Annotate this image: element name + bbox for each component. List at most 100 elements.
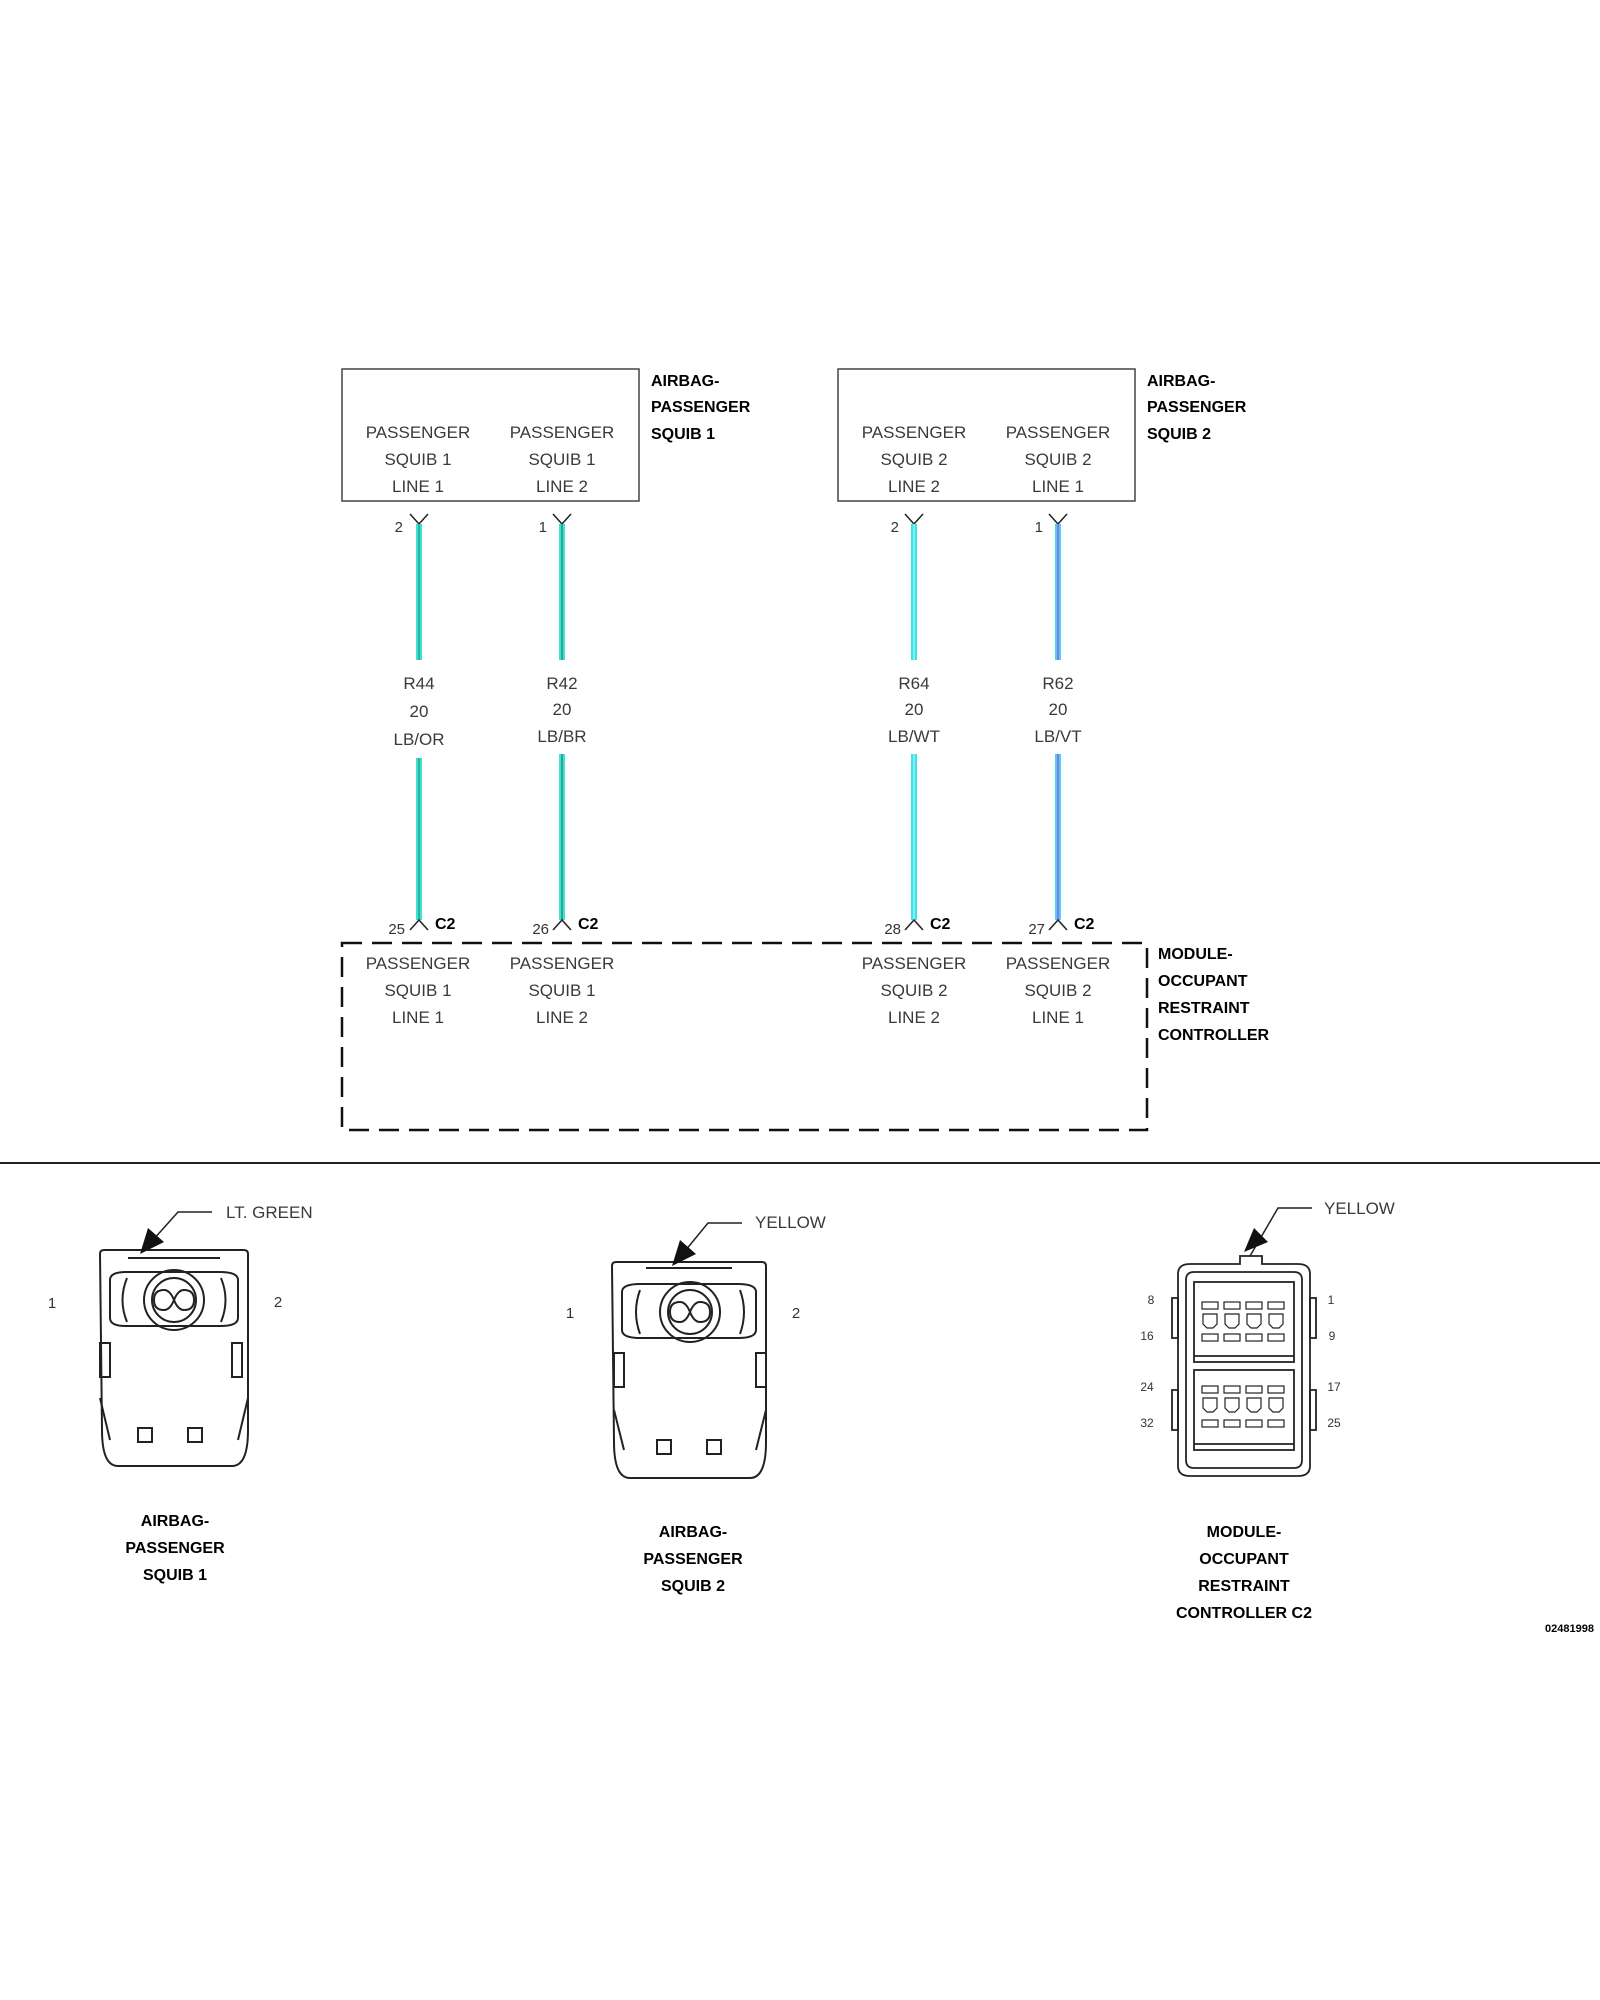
module-circuit3-line3: LINE 2 [888, 1008, 940, 1027]
squib1-title-3: SQUIB 1 [651, 426, 715, 443]
wire-r64-upper-stripe [913, 524, 915, 660]
wire-r64-circuit: R64 [898, 674, 929, 693]
connector-3-pin-16: 16 [1140, 1329, 1154, 1343]
connector-yellow-icon [610, 1261, 767, 1479]
wire-r44-lower-stripe [418, 758, 420, 920]
wire-r64-color: LB/WT [888, 727, 940, 746]
squib1-title-1: AIRBAG- [651, 373, 719, 390]
squib2-pin-a: 2 [891, 519, 899, 536]
connector-1-leader [140, 1211, 212, 1254]
module-circuit3-line2: SQUIB 2 [880, 981, 947, 1000]
squib1-circuit2-line1: PASSENGER [510, 423, 615, 442]
squib2-pin-b: 1 [1035, 519, 1043, 536]
module-title-3: RESTRAINT [1158, 1000, 1250, 1017]
squib1-pin-a: 2 [395, 519, 403, 536]
upper-pin-marker-1 [409, 513, 429, 526]
wire-r62-circuit: R62 [1042, 674, 1073, 693]
wire-r44-upper [416, 524, 422, 660]
squib1-circuit1-line3: LINE 1 [392, 477, 444, 496]
module-connector-c2-d: C2 [1074, 916, 1095, 933]
connector-3-pin-1: 1 [1328, 1293, 1335, 1307]
wire-r64-lower [911, 754, 917, 920]
squib2-circuit1-line1: PASSENGER [862, 423, 967, 442]
connector-3-pin-17: 17 [1327, 1380, 1341, 1394]
wire-r42-upper-stripe [561, 524, 563, 660]
connector-3-color: YELLOW [1324, 1199, 1395, 1218]
module-circuit3-line1: PASSENGER [862, 954, 967, 973]
wire-r62-gauge: 20 [1049, 700, 1068, 719]
module-pin-27: 27 [1028, 921, 1045, 938]
connector-1-pin-right: 2 [274, 1294, 282, 1311]
wire-r64-upper [911, 524, 917, 660]
wire-r62-lower [1055, 754, 1061, 920]
connector-3-caption-2: OCCUPANT [1199, 1551, 1289, 1568]
squib2-circuit1-line2: SQUIB 2 [880, 450, 947, 469]
connector-2-leader [672, 1222, 742, 1266]
wire-r64-lower-stripe [913, 754, 915, 920]
module-circuit4-line3: LINE 1 [1032, 1008, 1084, 1027]
connector-2-caption-3: SQUIB 2 [661, 1578, 725, 1595]
module-connector-c2-c: C2 [930, 916, 951, 933]
connector-3-pin-25: 25 [1327, 1416, 1341, 1430]
connector-3-caption-1: MODULE- [1207, 1524, 1282, 1541]
module-connector-c2-b: C2 [578, 916, 599, 933]
squib2-title-3: SQUIB 2 [1147, 426, 1211, 443]
connector-3-pin-32: 32 [1140, 1416, 1154, 1430]
connector-32-pin-icon [1171, 1255, 1317, 1477]
wire-r62-color: LB/VT [1034, 727, 1081, 746]
wire-r44-color: LB/OR [393, 730, 444, 749]
wire-r44-circuit: R44 [403, 674, 434, 693]
module-pin-28: 28 [884, 921, 901, 938]
module-circuit1-line2: SQUIB 1 [384, 981, 451, 1000]
wire-r42-circuit: R42 [546, 674, 577, 693]
module-connector-c2-a: C2 [435, 916, 456, 933]
wire-r44-gauge: 20 [410, 702, 429, 721]
connector-1-pin-left: 1 [48, 1295, 56, 1312]
squib1-title-2: PASSENGER [651, 399, 751, 416]
connector-3-cavities [1201, 1301, 1285, 1428]
module-title-4: CONTROLLER [1158, 1027, 1270, 1044]
connector-2-pin-left: 1 [566, 1305, 574, 1322]
connector-2-color: YELLOW [755, 1213, 826, 1232]
connector-3-caption-4: CONTROLLER C2 [1176, 1605, 1312, 1622]
squib2-circuit2-line1: PASSENGER [1006, 423, 1111, 442]
squib2-title-1: AIRBAG- [1147, 373, 1215, 390]
connector-1-color: LT. GREEN [226, 1203, 313, 1222]
wire-r44-upper-stripe [418, 524, 420, 660]
wire-r44-lower [416, 758, 422, 920]
module-circuit2-line1: PASSENGER [510, 954, 615, 973]
lower-pin-marker-3 [904, 918, 924, 931]
module-title-1: MODULE- [1158, 946, 1233, 963]
connector-1-caption-2: PASSENGER [125, 1540, 225, 1557]
module-box [340, 941, 1149, 1132]
wire-r62-lower-stripe [1057, 754, 1059, 920]
lower-pin-marker-4 [1048, 918, 1068, 931]
wire-r42-upper [559, 524, 565, 660]
squib1-pin-b: 1 [539, 519, 547, 536]
squib1-circuit1-line2: SQUIB 1 [384, 450, 451, 469]
wire-r42-lower-stripe [561, 754, 563, 920]
connector-3-pin-24: 24 [1140, 1380, 1154, 1394]
module-pin-26: 26 [532, 921, 549, 938]
squib1-circuit1-line1: PASSENGER [366, 423, 471, 442]
module-circuit4-line2: SQUIB 2 [1024, 981, 1091, 1000]
module-title-2: OCCUPANT [1158, 973, 1248, 990]
module-circuit4-line1: PASSENGER [1006, 954, 1111, 973]
connector-lt-green-icon [98, 1249, 249, 1467]
wire-r42-gauge: 20 [553, 700, 572, 719]
connector-2-caption-1: AIRBAG- [659, 1524, 727, 1541]
wire-r62-upper-stripe [1057, 524, 1059, 660]
wire-r62-upper [1055, 524, 1061, 660]
wire-r64-gauge: 20 [905, 700, 924, 719]
connector-3-caption-3: RESTRAINT [1198, 1578, 1290, 1595]
module-circuit2-line3: LINE 2 [536, 1008, 588, 1027]
figure-code: 02481998 [1545, 1623, 1594, 1635]
connector-3-leader [1244, 1207, 1312, 1257]
upper-pin-marker-4 [1048, 513, 1068, 526]
connector-2-pin-right: 2 [792, 1305, 800, 1322]
connector-1-caption-3: SQUIB 1 [143, 1567, 207, 1584]
lower-pin-marker-1 [409, 918, 429, 931]
wire-r42-color: LB/BR [537, 727, 586, 746]
squib1-circuit2-line2: SQUIB 1 [528, 450, 595, 469]
